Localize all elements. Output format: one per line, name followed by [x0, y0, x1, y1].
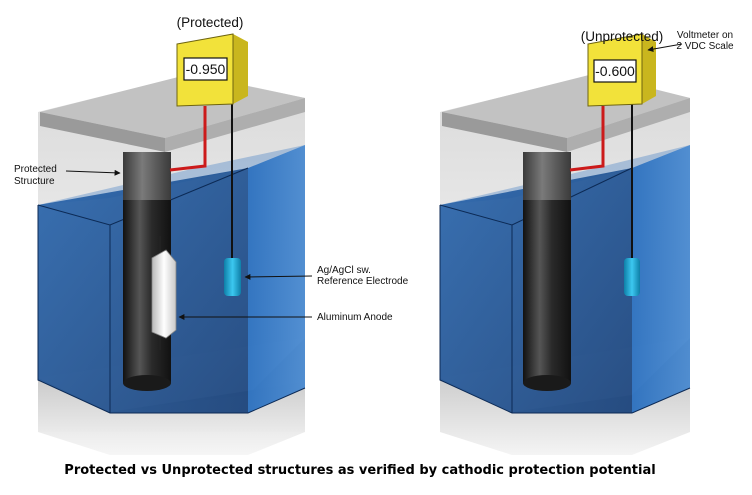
deck-front — [40, 112, 165, 152]
red-wire — [169, 106, 207, 172]
deck-side — [567, 98, 690, 152]
aluminum-anode — [151, 249, 177, 339]
unprotected-panel: -0.600 (Unprotected) Voltmeter on 2 VDC … — [439, 29, 734, 455]
structure-pipe-upper — [523, 152, 571, 202]
voltmeter-label-line1: Voltmeter on — [677, 30, 733, 41]
deck-front — [442, 112, 567, 152]
panel-title: (Unprotected) — [581, 29, 664, 44]
meter-display — [593, 59, 637, 83]
voltmeter-label-line2: 2 VDC Scale — [676, 41, 734, 52]
ground-right — [38, 338, 305, 455]
structure-pipe-bottom — [523, 375, 571, 391]
meter-side — [233, 34, 248, 104]
protected-panel: -0.950 (Protected) Protected Structure A… — [14, 15, 409, 455]
water-back — [38, 145, 305, 205]
structure-label-line2: Structure — [14, 176, 55, 187]
electrode-label-line2: Reference Electrode — [317, 276, 409, 287]
water-right-side — [632, 145, 690, 413]
structure-label-line1: Protected — [14, 164, 57, 175]
structure-pipe-bottom — [123, 375, 171, 391]
voltmeter-pointer — [647, 43, 683, 53]
water-outline — [439, 205, 691, 414]
meter-side — [642, 34, 656, 104]
water-outline — [37, 205, 306, 414]
figure-caption: Protected vs Unprotected structures as v… — [64, 463, 656, 478]
reference-electrode — [624, 258, 640, 296]
meter-reading: -0.950 — [186, 61, 226, 77]
structure-pipe-upper — [123, 152, 171, 202]
electrode-label-line1: Ag/AgCl sw. — [317, 265, 371, 276]
water-right-side — [248, 145, 305, 413]
deck-side — [165, 98, 305, 152]
meter-reading: -0.600 — [595, 63, 635, 79]
ground-right — [440, 338, 690, 455]
anode-label: Aluminum Anode — [317, 312, 393, 323]
panel-title: (Protected) — [177, 15, 244, 30]
structure-pointer — [65, 169, 121, 176]
structure-pipe-lower — [523, 200, 571, 383]
red-wire — [569, 106, 605, 172]
reference-electrode — [224, 258, 241, 296]
electrode-pointer — [244, 273, 313, 280]
meter-display — [183, 57, 228, 81]
